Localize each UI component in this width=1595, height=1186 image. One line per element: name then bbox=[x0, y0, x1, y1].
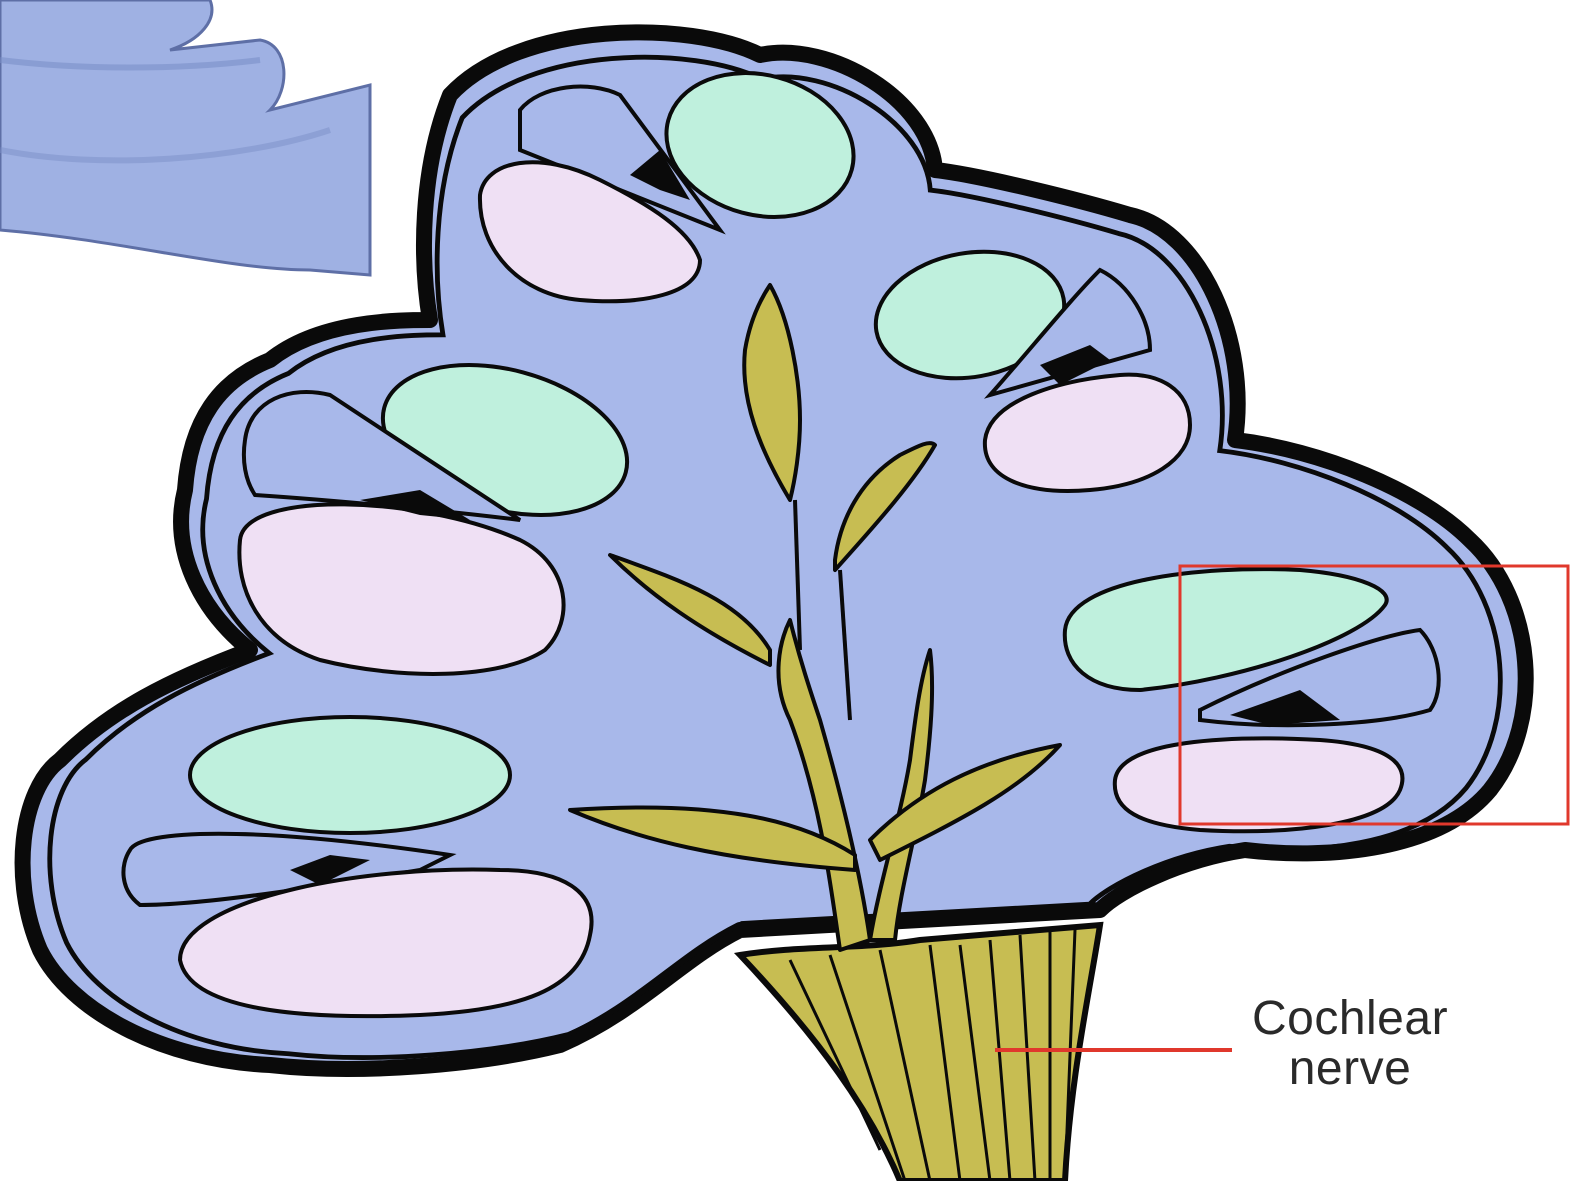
cochlear-nerve-trunk bbox=[740, 925, 1100, 1181]
label-line-2: nerve bbox=[1200, 1044, 1500, 1094]
vestibule-fragment bbox=[0, 0, 370, 275]
label-line-1: Cochlear bbox=[1200, 994, 1500, 1044]
scala-vestibuli-1 bbox=[190, 717, 510, 833]
scala-tympani-5 bbox=[1115, 738, 1403, 831]
cochlear-nerve-label: Cochlear nerve bbox=[1200, 994, 1500, 1094]
